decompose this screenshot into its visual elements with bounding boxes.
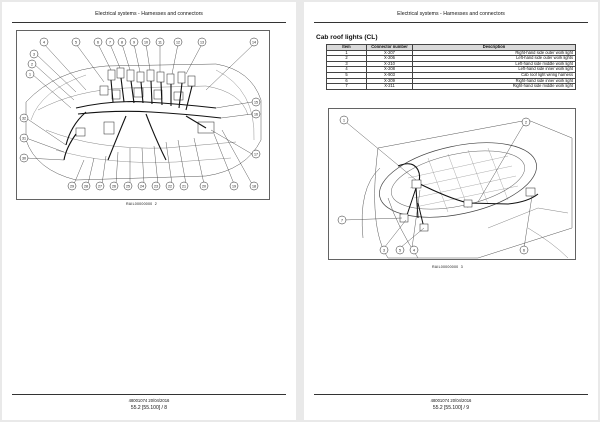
section-title: Cab roof lights (CL) — [316, 34, 378, 41]
description-cell: Cab roof light wiring harness — [412, 72, 576, 79]
footer-page: 55.2 [55.100] / 9 — [432, 405, 470, 411]
callout-label: 24 — [140, 184, 144, 188]
callout-label: 4 — [43, 40, 45, 44]
callout-label: 25 — [126, 184, 130, 188]
callout-label: 28 — [84, 184, 88, 188]
callout-label: 30 — [22, 156, 26, 160]
footer-rule — [12, 394, 286, 395]
footer-rule — [314, 394, 588, 395]
connector-cell: X-211 — [366, 83, 413, 90]
callout-label: 6 — [97, 40, 99, 44]
description-cell: Left-hand side inner work light — [412, 66, 576, 73]
callout-label: 17 — [254, 152, 258, 156]
callout-label: 15 — [254, 100, 258, 104]
callout-label: 3 — [33, 52, 35, 56]
callout-label: 23 — [154, 184, 158, 188]
description-cell: Right-hand side middle work light — [412, 83, 576, 90]
callout-label: 3 — [383, 248, 385, 252]
callout-label: 16 — [254, 112, 258, 116]
callout-label: 5 — [399, 248, 401, 252]
callout-label: 21 — [182, 184, 186, 188]
figure-caption: RAIL00000000 3 — [432, 265, 463, 269]
callout-label: 20 — [202, 184, 206, 188]
callout-label: 4 — [413, 248, 415, 252]
callout-label: 22 — [168, 184, 172, 188]
cab-roof-figure: 1 2 3 4 5 6 7 — [328, 108, 576, 260]
callout-label: 2 — [31, 62, 33, 66]
item-cell: 7 — [326, 83, 367, 90]
callout-label: 6 — [523, 248, 525, 252]
callout-label: 1 — [343, 118, 345, 122]
callout-label: 7 — [341, 218, 343, 222]
footer-id: 48001074 20/04/2016 — [430, 398, 472, 403]
harness-figure: 4 5 6 7 8 9 10 11 12 13 14 3 2 1 32 31 3… — [16, 30, 270, 200]
page-header: Electrical systems - Harnesses and conne… — [95, 11, 203, 17]
callout-label: 2 — [525, 120, 527, 124]
callout-label: 19 — [232, 184, 236, 188]
callout-label: 12 — [176, 40, 180, 44]
left-page: Electrical systems - Harnesses and conne… — [2, 2, 296, 420]
callout-label: 18 — [252, 184, 256, 188]
page-header: Electrical systems - Harnesses and conne… — [397, 11, 505, 17]
callout-label: 14 — [252, 40, 256, 44]
harness-illustration: 4 5 6 7 8 9 10 11 12 13 14 3 2 1 32 31 3… — [16, 30, 270, 200]
figure-code: RAIL00000000 — [432, 265, 459, 269]
callout-label: 27 — [98, 184, 102, 188]
figure-caption: RAIL00000000 2 — [126, 202, 157, 206]
figure-code: RAIL00000000 — [126, 202, 153, 206]
callout-label: 26 — [112, 184, 116, 188]
callout-label: 7 — [109, 40, 111, 44]
callout-label: 8 — [121, 40, 123, 44]
description-cell: Right-hand side inner work light — [412, 77, 576, 85]
header-rule — [12, 22, 286, 23]
callout-label: 1 — [29, 72, 31, 76]
callout-label: 9 — [133, 40, 135, 44]
cab-roof-illustration: 1 2 3 4 5 6 7 — [328, 108, 576, 260]
callout-label: 11 — [158, 40, 162, 44]
header-rule — [314, 22, 588, 23]
figure-number: 3 — [460, 265, 463, 269]
callout-label: 10 — [144, 40, 148, 44]
callout-label: 32 — [22, 116, 26, 120]
footer-page: 55.2 [55.100] / 8 — [130, 405, 168, 411]
right-page: Electrical systems - Harnesses and conne… — [304, 2, 598, 420]
figure-number: 2 — [154, 202, 157, 206]
footer-id: 48001074 20/04/2016 — [128, 398, 170, 403]
callout-label: 29 — [70, 184, 74, 188]
callout-label: 5 — [75, 40, 77, 44]
callout-label: 31 — [22, 136, 26, 140]
callout-label: 13 — [200, 40, 204, 44]
description-cell: Left-hand side middle work light — [412, 60, 576, 68]
